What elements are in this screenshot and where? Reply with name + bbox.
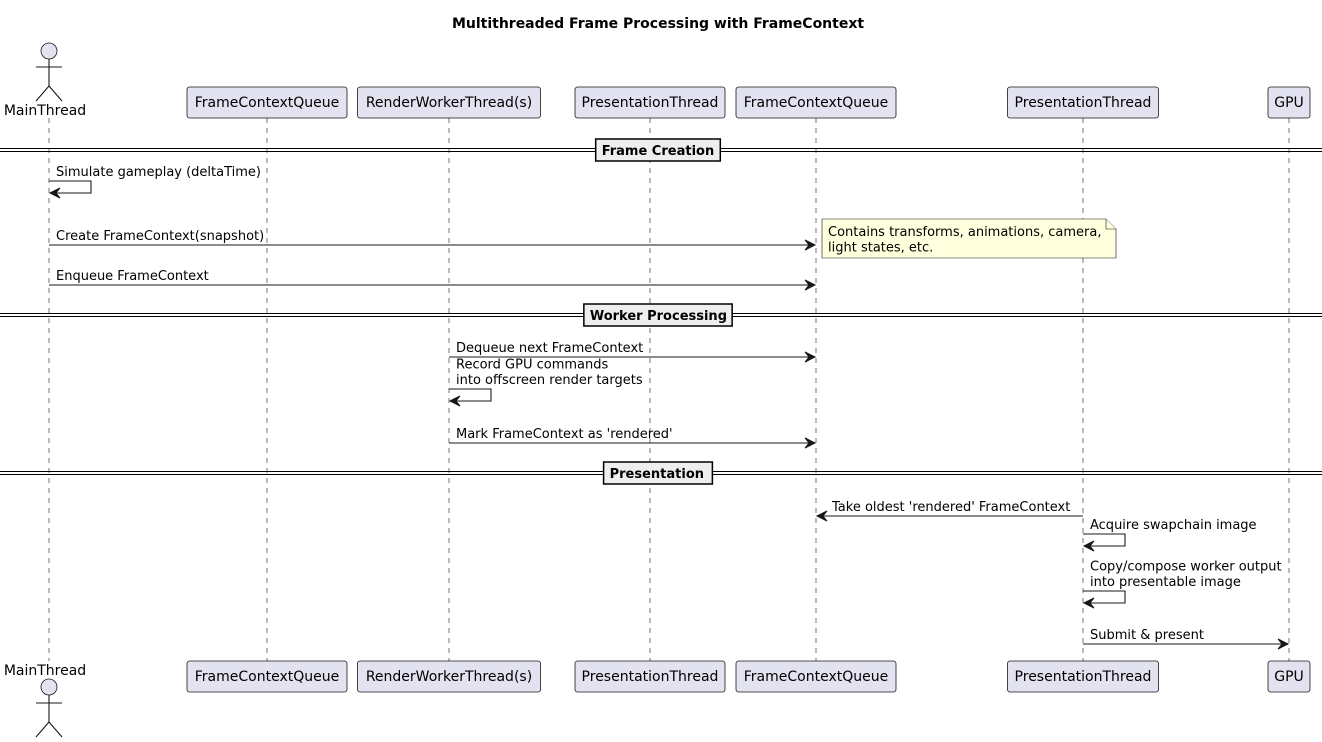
participant-label-top-gpu: GPU [1274, 95, 1304, 111]
section-divider: Worker Processing [0, 303, 1322, 327]
message-label: Create FrameContext(snapshot) [56, 229, 264, 244]
participant-label-top-q2: FrameContextQueue [744, 95, 888, 111]
participant-box-top-q1: FrameContextQueue [186, 86, 348, 119]
note-text: light states, etc. [828, 241, 933, 256]
section-label: Worker Processing [590, 309, 727, 324]
message-arrow: Acquire swapchain image [1082, 518, 1257, 552]
diagram-title: Multithreaded Frame Processing with Fram… [452, 16, 864, 32]
participant-box-bottom-gpu: GPU [1267, 660, 1311, 693]
section-label: Presentation [610, 467, 704, 482]
message-label: Take oldest 'rendered' FrameContext [831, 500, 1070, 515]
participant-label-bottom-rw: RenderWorkerThread(s) [366, 669, 532, 685]
section-label: Frame Creation [602, 144, 715, 159]
message-label: Dequeue next FrameContext [456, 341, 643, 356]
section-divider: Presentation [0, 461, 1322, 485]
participant-box-top-pt1: PresentationThread [574, 86, 726, 119]
participant-label-bottom-q2: FrameContextQueue [744, 669, 888, 685]
message-label: Simulate gameplay (deltaTime) [56, 165, 261, 180]
message-arrow: Dequeue next FrameContext [449, 341, 817, 363]
actor-icon [35, 42, 63, 102]
message-label: into offscreen render targets [456, 373, 643, 388]
participant-label-top-pt1: PresentationThread [582, 95, 719, 111]
participant-box-bottom-pt1: PresentationThread [574, 660, 726, 693]
participant-box-bottom-q2: FrameContextQueue [735, 660, 897, 693]
message-label: into presentable image [1090, 575, 1241, 590]
participant-label-top-main: MainThread [4, 103, 86, 119]
messages: Simulate gameplay (deltaTime) Create Fram… [48, 165, 1290, 650]
participant-label-bottom-pt2: PresentationThread [1015, 669, 1152, 685]
participant-label-bottom-pt1: PresentationThread [582, 669, 719, 685]
message-label: Enqueue FrameContext [56, 269, 209, 284]
message-label: Mark FrameContext as 'rendered' [456, 427, 673, 442]
participant-label-bottom-q1: FrameContextQueue [195, 669, 339, 685]
participant-label-top-rw: RenderWorkerThread(s) [366, 95, 532, 111]
actor-icon [35, 678, 63, 738]
participant-box-top-gpu: GPU [1267, 86, 1311, 119]
message-arrow: Submit & present [1083, 628, 1290, 650]
message-label: Record GPU commands [456, 358, 608, 373]
message-arrow: Take oldest 'rendered' FrameContext [815, 500, 1083, 522]
message-label: Submit & present [1090, 628, 1204, 643]
participants: MainThreadMainThreadFrameContextQueueFra… [4, 42, 1311, 738]
participant-box-bottom-pt2: PresentationThread [1007, 660, 1159, 693]
participant-label-bottom-gpu: GPU [1274, 669, 1304, 685]
participant-label-bottom-main: MainThread [4, 663, 86, 679]
message-label: Copy/compose worker output [1090, 560, 1282, 575]
participant-box-bottom-rw: RenderWorkerThread(s) [357, 660, 541, 693]
participant-box-top-q2: FrameContextQueue [735, 86, 897, 119]
participant-label-top-pt2: PresentationThread [1015, 95, 1152, 111]
participant-box-top-pt2: PresentationThread [1007, 86, 1159, 119]
message-arrow: Mark FrameContext as 'rendered' [449, 427, 817, 449]
note-box: Contains transforms, animations, camera,… [821, 218, 1117, 259]
note-text: Contains transforms, animations, camera, [828, 225, 1101, 240]
participant-box-bottom-q1: FrameContextQueue [186, 660, 348, 693]
message-arrow: Simulate gameplay (deltaTime) [48, 165, 261, 199]
section-divider: Frame Creation [0, 138, 1322, 162]
message-label: Acquire swapchain image [1090, 518, 1257, 533]
participant-box-top-rw: RenderWorkerThread(s) [357, 86, 541, 119]
message-arrow: Create FrameContext(snapshot) [49, 229, 817, 251]
message-arrow: Enqueue FrameContext [49, 269, 817, 291]
participant-label-top-q1: FrameContextQueue [195, 95, 339, 111]
note: Contains transforms, animations, camera,… [821, 218, 1117, 259]
